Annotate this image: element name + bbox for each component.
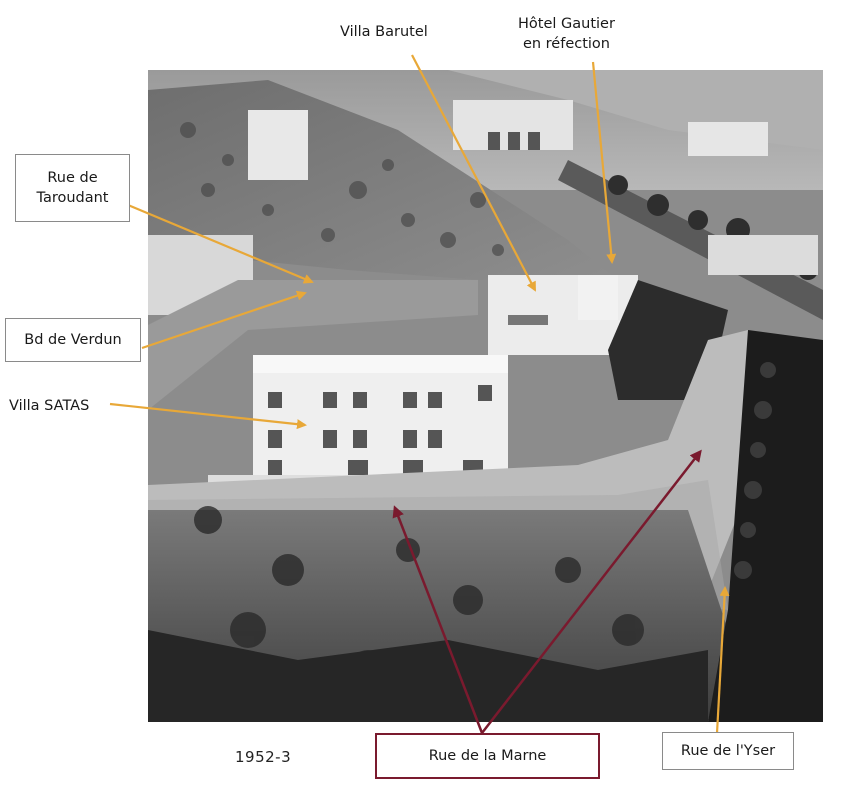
label-hotel-gautier-line2: en réfection — [522, 36, 610, 52]
label-rue-taroudant-line1: Rue de — [47, 170, 98, 186]
label-villa-barutel: Villa Barutel — [340, 24, 428, 40]
label-rue-marne: Rue de la Marne — [375, 733, 600, 779]
label-hotel-gautier-line1: Hôtel Gautier — [518, 16, 615, 32]
label-rue-taroudant-line2: Taroudant — [36, 190, 109, 206]
label-villa-satas: Villa SATAS — [9, 398, 90, 414]
aerial-photograph — [148, 70, 823, 722]
label-hotel-gautier: Hôtel Gautier en réfection — [518, 14, 615, 54]
label-rue-taroudant: Rue de Taroudant — [15, 154, 130, 222]
label-bd-verdun: Bd de Verdun — [5, 318, 141, 362]
label-rue-yser: Rue de l'Yser — [662, 732, 794, 770]
photo-caption: 1952-3 — [235, 748, 292, 766]
